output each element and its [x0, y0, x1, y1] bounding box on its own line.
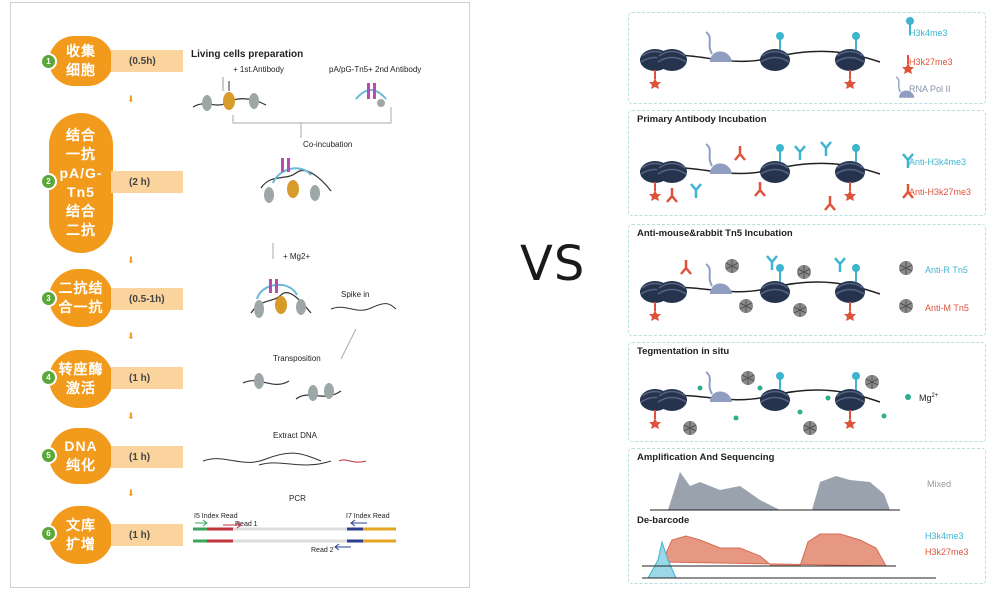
legend-debarcode-h3k27me3: H3k27me3: [925, 547, 969, 557]
panel-tagmentation: Tegmentation in situ Mg2+: [628, 342, 986, 442]
extract-dna-label: Extract DNA: [273, 431, 318, 440]
tn5-complex-icon: [355, 83, 387, 107]
panel-chromatin-state: H3k4me3 H3k27me3 RNA Pol II: [628, 12, 986, 104]
protocol-illustrations: [192, 77, 397, 551]
i7-index-label: I7 Index Read: [346, 513, 390, 520]
pcr-label: PCR: [289, 494, 306, 503]
step-4-text: 转座酶 激活: [58, 361, 104, 396]
down-arrow-icon: ⬇: [127, 255, 135, 265]
step-5-bubble: DNA 纯化: [49, 428, 113, 484]
step-1-number: 1: [40, 53, 57, 70]
panel-title-tagmentation: Tegmentation in situ: [637, 346, 730, 357]
debarcode-title: De-barcode: [637, 515, 690, 526]
second-antibody-label: pA/pG-Tn5+ 2nd Antibody: [329, 65, 422, 74]
legend-anti-h3k27me3: Anti-H3k27me3: [909, 187, 972, 197]
pcr-reads-icon: [193, 519, 396, 551]
legend-rna-pol-ii: RNA Pol II: [909, 84, 951, 94]
down-arrow-icon: ⬇: [127, 411, 135, 421]
mg2-label: + Mg2+: [283, 252, 311, 261]
step-6-duration: (1 h): [111, 524, 183, 546]
transposition-fragments-icon: [242, 373, 342, 401]
co-incubation-label: Co-incubation: [303, 140, 353, 149]
step-2-number: 2: [40, 173, 57, 190]
mg-superscript: 2+: [931, 393, 939, 399]
step-4-bubble: 转座酶 激活: [49, 350, 113, 408]
down-arrow-icon: ⬇: [127, 488, 135, 498]
legend-anti-r-tn5: Anti-R Tn5: [925, 265, 968, 275]
co-incubation-complex-icon: [260, 158, 332, 203]
panel-amplification: Amplification And Sequencing Mixed De-ba…: [628, 448, 986, 584]
i5-index-label: I5 Index Read: [194, 513, 238, 520]
step-3-number: 3: [40, 290, 57, 307]
step-6-bubble: 文库 扩增: [49, 506, 113, 564]
read1-label: Read 1: [235, 521, 258, 528]
step-2-text: 结合 一抗 pA/G- Tn5 结合 二抗: [59, 127, 103, 238]
step-5-duration: (1 h): [111, 446, 183, 468]
panel-title-primary-antibody: Primary Antibody Incubation: [637, 114, 767, 125]
step-3-bubble: 二抗结 合一抗: [49, 269, 113, 327]
step-6-text: 文库 扩增: [66, 517, 96, 552]
step-5-text: DNA 纯化: [64, 438, 98, 473]
panel-title-tn5-incubation: Anti-mouse&rabbit Tn5 Incubation: [637, 228, 793, 239]
protocol-panel: 收集 细胞 1 (0.5h) ⬇ 结合 一抗 pA/G- Tn5 结合 二抗 2…: [10, 2, 470, 588]
legend-mixed: Mixed: [927, 479, 952, 489]
read2-label: Read 2: [311, 547, 334, 554]
legend-debarcode-h3k4me3: H3k4me3: [925, 531, 964, 541]
legend-h3k4me3: H3k4me3: [909, 28, 948, 38]
step-1-text: 收集 细胞: [66, 43, 96, 78]
step-1-duration: (0.5h): [111, 50, 183, 72]
legend-mg2: Mg2+: [919, 393, 938, 403]
step-3-text: 二抗结 合一抗: [58, 280, 104, 315]
panel-tn5-incubation: Anti-mouse&rabbit Tn5 Incubation Anti-R …: [628, 224, 986, 336]
step-4-duration: (1 h): [111, 367, 183, 389]
legend-h3k27me3: H3k27me3: [909, 57, 953, 67]
step-5-number: 5: [40, 447, 57, 464]
panel-primary-antibody: Primary Antibody Incubation Anti-H3k4me3…: [628, 110, 986, 216]
step-4-number: 4: [40, 369, 57, 386]
mg-text: Mg: [919, 393, 932, 403]
step-1-bubble: 收集 细胞: [49, 36, 113, 86]
down-arrow-icon: ⬇: [127, 331, 135, 341]
panel-title-amplification: Amplification And Sequencing: [637, 452, 775, 463]
living-cells-label: Living cells preparation: [191, 49, 304, 60]
legend-anti-m-tn5: Anti-M Tn5: [925, 303, 969, 313]
step-2-duration: (2 h): [111, 171, 183, 193]
spike-in-label: Spike in: [341, 290, 370, 299]
step-6-number: 6: [40, 525, 57, 542]
first-antibody-label: + 1st.Antibody: [233, 65, 284, 74]
down-arrow-icon: ⬇: [127, 94, 135, 104]
chromatin-top-icon: [192, 77, 267, 111]
legend-anti-h3k4me3: Anti-H3k4me3: [909, 157, 967, 167]
vs-label: VS: [520, 236, 586, 292]
mg2-complex-icon: [250, 279, 312, 318]
transposition-label: Transposition: [273, 354, 321, 363]
step-3-duration: (0.5-1h): [111, 288, 183, 310]
step-2-bubble: 结合 一抗 pA/G- Tn5 结合 二抗: [49, 113, 113, 253]
